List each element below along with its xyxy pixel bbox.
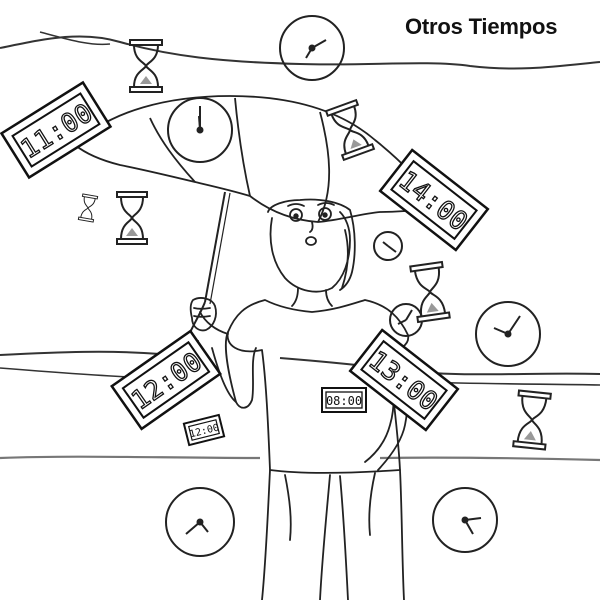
hourglass-icon: [77, 193, 99, 223]
hourglasses: [77, 39, 552, 451]
person-hair: [267, 198, 356, 291]
umbrella-rib: [317, 111, 331, 223]
umbrella-shaft: [204, 191, 226, 303]
digital-clock-1200-small: 12:00: [182, 413, 226, 447]
clock-icon: [432, 487, 498, 553]
umbrella-rib: [149, 117, 196, 183]
person-eye-right: [318, 207, 332, 221]
top-hill-line: [0, 35, 600, 70]
person-face: [269, 211, 351, 293]
umbrella-canopy: [74, 95, 441, 223]
hourglass-icon: [512, 389, 552, 451]
analog-clocks: [165, 15, 541, 557]
umbrella-rib: [234, 97, 251, 197]
hourglass-icon: [116, 191, 148, 245]
hourglass-icon: [409, 260, 451, 324]
clock-icon: [279, 15, 345, 81]
clock-icon: [167, 97, 233, 163]
person-mouth: [305, 236, 317, 246]
horizon-line: [0, 455, 600, 462]
hourglass-icon: [129, 39, 163, 93]
person-shirt: [226, 299, 410, 474]
umbrella: [74, 95, 441, 346]
hourglass-icon: [324, 98, 376, 162]
person-arm-left: [224, 331, 257, 409]
clock-icon: [165, 487, 235, 557]
person-pants: [261, 469, 405, 601]
top-hill-line-2: [39, 31, 111, 46]
digital-clock-0800-shirt: 08:00: [321, 387, 367, 413]
person-eye-left: [289, 208, 303, 222]
clock-icon: [475, 301, 541, 367]
digital-clock-text: 08:00: [326, 394, 362, 408]
person-hand-left: [189, 297, 217, 332]
clock-icon: [373, 231, 403, 261]
page-title: Otros Tiempos: [405, 14, 558, 39]
